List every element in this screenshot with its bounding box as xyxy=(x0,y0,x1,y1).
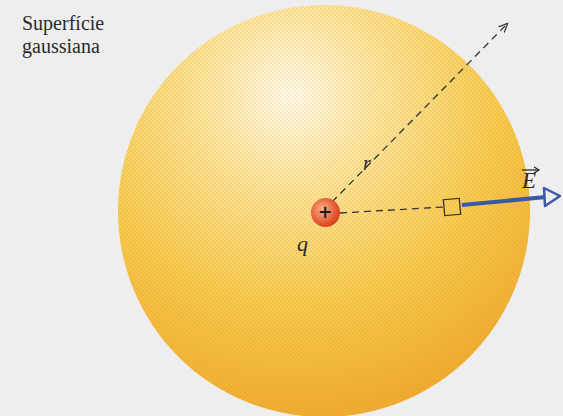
surface-texture xyxy=(118,5,530,416)
field-label: E xyxy=(522,168,536,194)
radius-line xyxy=(332,24,507,202)
charge-sign: + xyxy=(318,204,332,221)
charge-label: q xyxy=(297,231,308,256)
dashed-line xyxy=(340,207,444,213)
field-arrow xyxy=(462,197,546,205)
radius-label: r xyxy=(363,152,371,175)
surface-label: Superfície gaussiana xyxy=(22,12,140,58)
field-arrowhead xyxy=(544,188,560,206)
point-charge: + xyxy=(311,198,340,227)
area-element xyxy=(443,198,460,215)
gaussian-surface xyxy=(118,5,530,416)
